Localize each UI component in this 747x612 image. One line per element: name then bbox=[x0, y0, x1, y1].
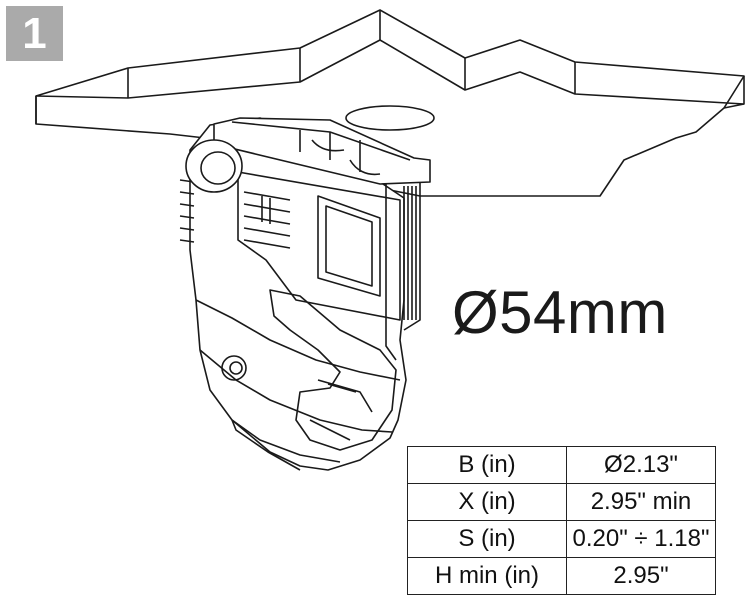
spec-key: B (in) bbox=[407, 446, 567, 484]
ceiling-hole bbox=[345, 105, 435, 131]
spec-value: 2.95" min bbox=[566, 483, 716, 521]
spec-value: 2.95" bbox=[566, 557, 716, 595]
spec-value: Ø2.13" bbox=[566, 446, 716, 484]
step-number-badge: 1 bbox=[6, 6, 63, 61]
spec-key: H min (in) bbox=[407, 557, 567, 595]
table-row: X (in) 2.95" min bbox=[407, 483, 716, 521]
spec-key: S (in) bbox=[407, 520, 567, 558]
table-row: H min (in) 2.95" bbox=[407, 557, 716, 595]
table-row: B (in) Ø2.13" bbox=[407, 446, 716, 484]
hole-diameter-label: Ø54mm bbox=[452, 279, 668, 346]
camera-housing bbox=[179, 117, 431, 471]
spec-value: 0.20" ÷ 1.18" bbox=[566, 520, 716, 558]
table-row: S (in) 0.20" ÷ 1.18" bbox=[407, 520, 716, 558]
dimension-spec-table: B (in) Ø2.13" X (in) 2.95" min S (in) 0.… bbox=[407, 446, 716, 595]
spec-key: X (in) bbox=[407, 483, 567, 521]
ceiling-panel bbox=[35, 9, 745, 197]
